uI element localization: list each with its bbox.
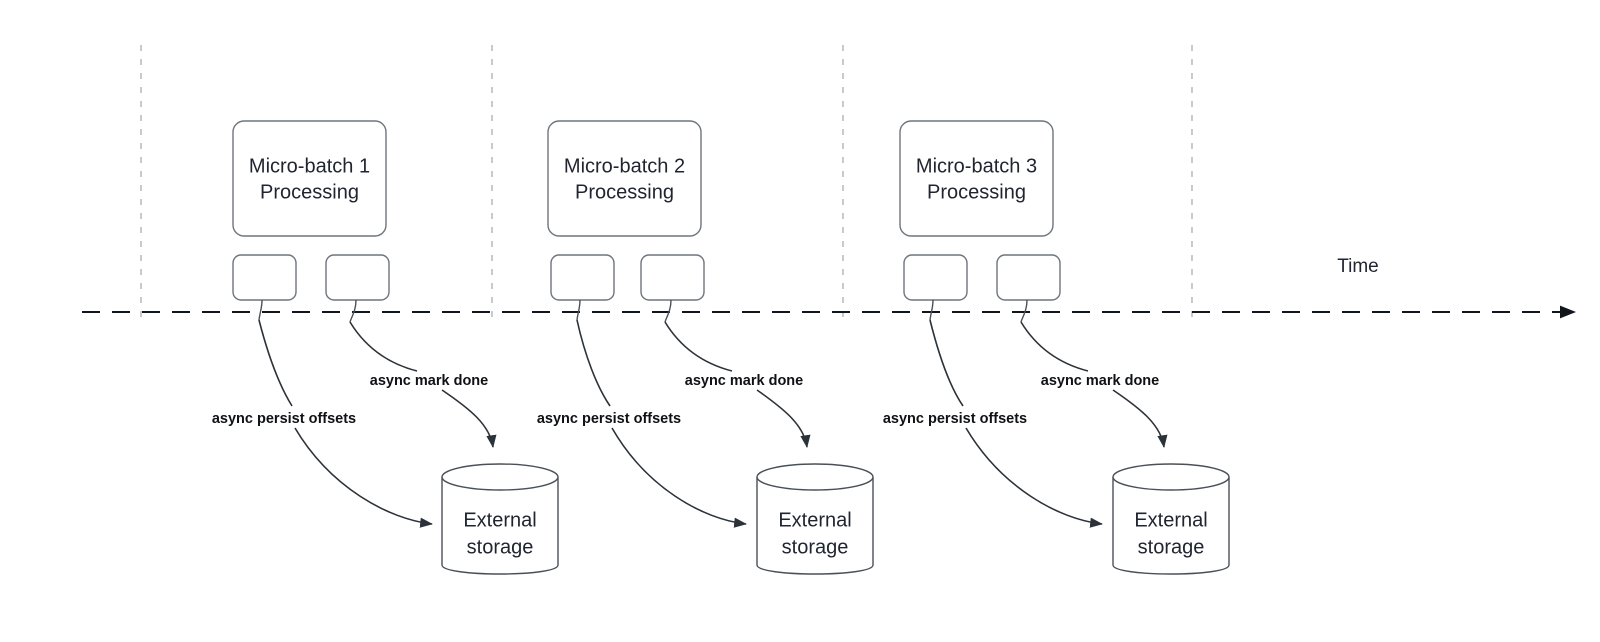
micro-batch-2-title-line1: Micro-batch 2 bbox=[564, 155, 685, 177]
micro-batch-3-title-line2: Processing bbox=[927, 181, 1026, 203]
micro-batch-3-box[interactable] bbox=[899, 120, 1054, 237]
group-3: Micro-batch 3 Processing async persist o… bbox=[883, 120, 1230, 575]
micro-batch-3-task-1-stem bbox=[929, 299, 934, 321]
external-storage-1[interactable]: External storage bbox=[441, 463, 559, 575]
micro-batch-2-title-line2: Processing bbox=[575, 181, 674, 203]
mark-done-arrow-2-lower bbox=[756, 389, 811, 448]
micro-batch-2-task-box-1[interactable] bbox=[550, 254, 615, 301]
micro-batch-2-task-1-stem bbox=[576, 299, 581, 321]
micro-batch-1-title-line2: Processing bbox=[260, 181, 359, 203]
external-storage-2-label-line2: storage bbox=[782, 536, 849, 558]
persist-offsets-arrow-1-upper bbox=[258, 319, 293, 407]
external-storage-1-label-line1: External bbox=[463, 509, 536, 531]
external-storage-2[interactable]: External storage bbox=[756, 463, 874, 575]
group-1: Micro-batch 1 Processing async persist o… bbox=[212, 120, 559, 575]
external-storage-1-top bbox=[441, 463, 559, 491]
external-storage-3[interactable]: External storage bbox=[1112, 463, 1230, 575]
mark-done-arrow-1-lower bbox=[441, 389, 497, 448]
micro-batch-2-task-box-2[interactable] bbox=[640, 254, 705, 301]
mark-done-arrow-3-lower bbox=[1112, 389, 1168, 448]
external-storage-3-body bbox=[1112, 477, 1230, 575]
external-storage-2-top bbox=[756, 463, 874, 491]
mark-done-label-3: async mark done bbox=[1041, 373, 1159, 389]
micro-batch-1-box[interactable] bbox=[232, 120, 387, 237]
persist-offsets-label-1: async persist offsets bbox=[212, 411, 356, 427]
persist-offsets-arrow-3-lower bbox=[965, 427, 1103, 528]
time-axis-label: Time bbox=[1337, 256, 1379, 277]
persist-offsets-label-3: async persist offsets bbox=[883, 411, 1027, 427]
persist-offsets-label-2: async persist offsets bbox=[537, 411, 681, 427]
micro-batch-1-task-1-stem bbox=[258, 299, 263, 321]
external-storage-3-label-line1: External bbox=[1134, 509, 1207, 531]
time-axis: Time bbox=[82, 256, 1576, 319]
persist-offsets-arrow-2-upper bbox=[576, 319, 611, 407]
mark-done-label-2: async mark done bbox=[685, 373, 803, 389]
external-storage-3-top bbox=[1112, 463, 1230, 491]
persist-offsets-arrow-2-lower bbox=[611, 427, 747, 528]
micro-batch-3-task-box-2[interactable] bbox=[996, 254, 1061, 301]
mark-done-arrow-1-upper bbox=[349, 321, 418, 372]
external-storage-2-body bbox=[756, 477, 874, 575]
external-storage-1-label-line2: storage bbox=[467, 536, 534, 558]
micro-batch-1-title-line1: Micro-batch 1 bbox=[249, 155, 370, 177]
micro-batch-1-task-box-2[interactable] bbox=[325, 254, 390, 301]
group-2: Micro-batch 2 Processing async persist o… bbox=[537, 120, 874, 575]
external-storage-3-label-line2: storage bbox=[1138, 536, 1205, 558]
micro-batch-2-task-2-stem bbox=[664, 299, 672, 323]
micro-batch-2-box[interactable] bbox=[547, 120, 702, 237]
persist-offsets-arrow-1-lower bbox=[294, 427, 433, 528]
micro-batch-3-task-2-stem bbox=[1020, 299, 1028, 323]
micro-batch-3-title-line1: Micro-batch 3 bbox=[916, 155, 1037, 177]
external-storage-2-label-line1: External bbox=[778, 509, 851, 531]
external-storage-1-body bbox=[441, 477, 559, 575]
mark-done-arrow-3-upper bbox=[1020, 321, 1089, 372]
micro-batch-3-task-box-1[interactable] bbox=[903, 254, 968, 301]
persist-offsets-arrow-3-upper bbox=[929, 319, 964, 407]
micro-batch-1-task-box-1[interactable] bbox=[232, 254, 297, 301]
batch-boundary-ticks bbox=[140, 45, 1193, 318]
micro-batch-1-task-2-stem bbox=[349, 299, 357, 323]
mark-done-arrow-2-upper bbox=[664, 321, 733, 372]
mark-done-label-1: async mark done bbox=[370, 373, 488, 389]
